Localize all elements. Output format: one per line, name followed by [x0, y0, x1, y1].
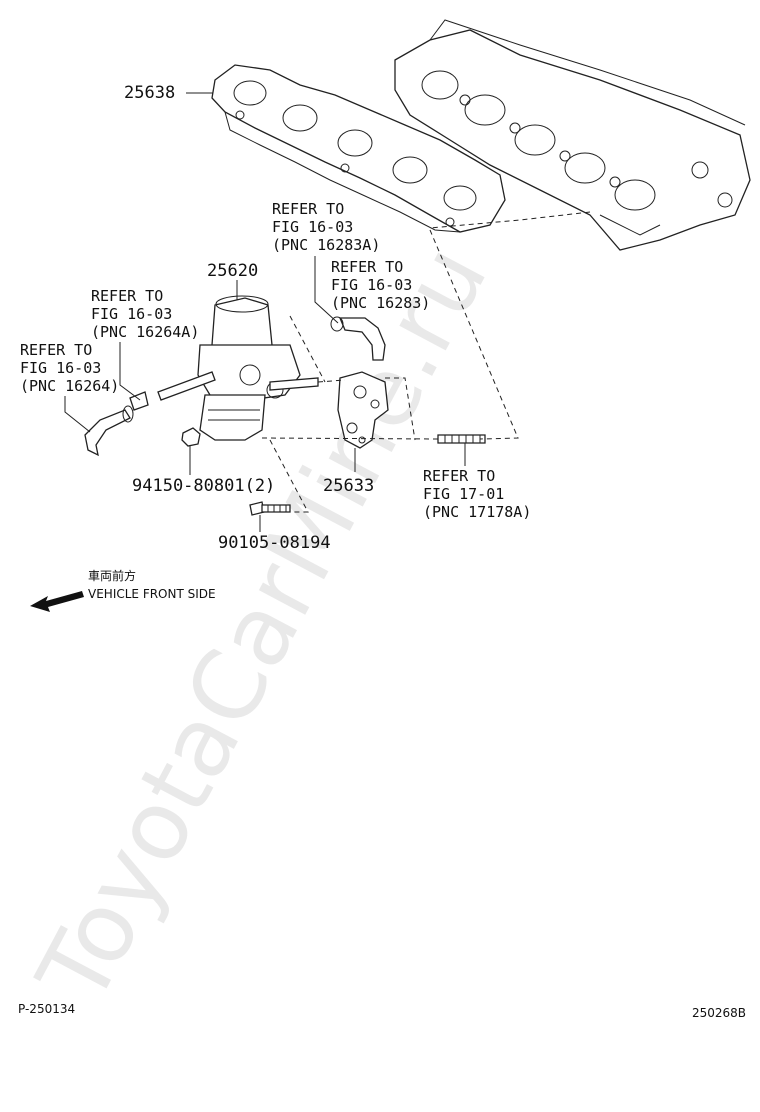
svg-text:REFER TO: REFER TO [272, 200, 344, 218]
svg-text:FIG 16-03: FIG 16-03 [331, 276, 412, 294]
svg-text:FIG 16-03: FIG 16-03 [272, 218, 353, 236]
svg-text:(PNC 16283A): (PNC 16283A) [272, 236, 380, 254]
part-number-egr-valve[interactable]: 25620 [207, 261, 258, 281]
svg-text:FIG 16-03: FIG 16-03 [91, 305, 172, 323]
manifold-illustration [211, 64, 506, 233]
part-number-nut[interactable]: 94150-80801(2) [132, 476, 275, 496]
part-number-bolt[interactable]: 90105-08194 [218, 533, 331, 553]
reference-16283A[interactable]: REFER TO FIG 16-03 (PNC 16283A) [272, 200, 380, 254]
svg-text:REFER TO: REFER TO [331, 258, 403, 276]
footer-right-code: 250268B [692, 1006, 746, 1020]
reference-16283[interactable]: REFER TO FIG 16-03 (PNC 16283) [331, 258, 430, 312]
reference-16264A[interactable]: REFER TO FIG 16-03 (PNC 16264A) [91, 287, 199, 341]
cylinder-head-illustration [394, 19, 751, 251]
svg-text:(PNC 16264): (PNC 16264) [20, 377, 119, 395]
footer-left-code: P-250134 [18, 1002, 75, 1016]
direction-english: VEHICLE FRONT SIDE [88, 587, 216, 601]
direction-japanese: 車両前方 [88, 568, 136, 583]
svg-text:FIG 17-01: FIG 17-01 [423, 485, 504, 503]
hose-right-illustration [330, 316, 386, 361]
arrow-left-icon [30, 591, 84, 612]
bolt-illustration [249, 501, 291, 516]
svg-text:(PNC 16264A): (PNC 16264A) [91, 323, 199, 341]
svg-text:(PNC 16283): (PNC 16283) [331, 294, 430, 312]
part-number-manifold[interactable]: 25638 [124, 83, 175, 103]
egr-valve-illustration [157, 295, 319, 441]
part-number-gasket[interactable]: 25633 [323, 476, 374, 496]
svg-text:REFER TO: REFER TO [91, 287, 163, 305]
reference-16264[interactable]: REFER TO FIG 16-03 (PNC 16264) [20, 341, 119, 395]
gasket-illustration [337, 371, 389, 449]
svg-text:REFER TO: REFER TO [423, 467, 495, 485]
svg-text:REFER TO: REFER TO [20, 341, 92, 359]
stud-illustration [437, 434, 486, 444]
hose-left-illustration [84, 391, 149, 457]
svg-text:(PNC 17178A): (PNC 17178A) [423, 503, 531, 521]
assembly-lines [261, 211, 591, 513]
svg-text:FIG 16-03: FIG 16-03 [20, 359, 101, 377]
nut-illustration [181, 427, 201, 447]
reference-17178A[interactable]: REFER TO FIG 17-01 (PNC 17178A) [423, 467, 531, 521]
